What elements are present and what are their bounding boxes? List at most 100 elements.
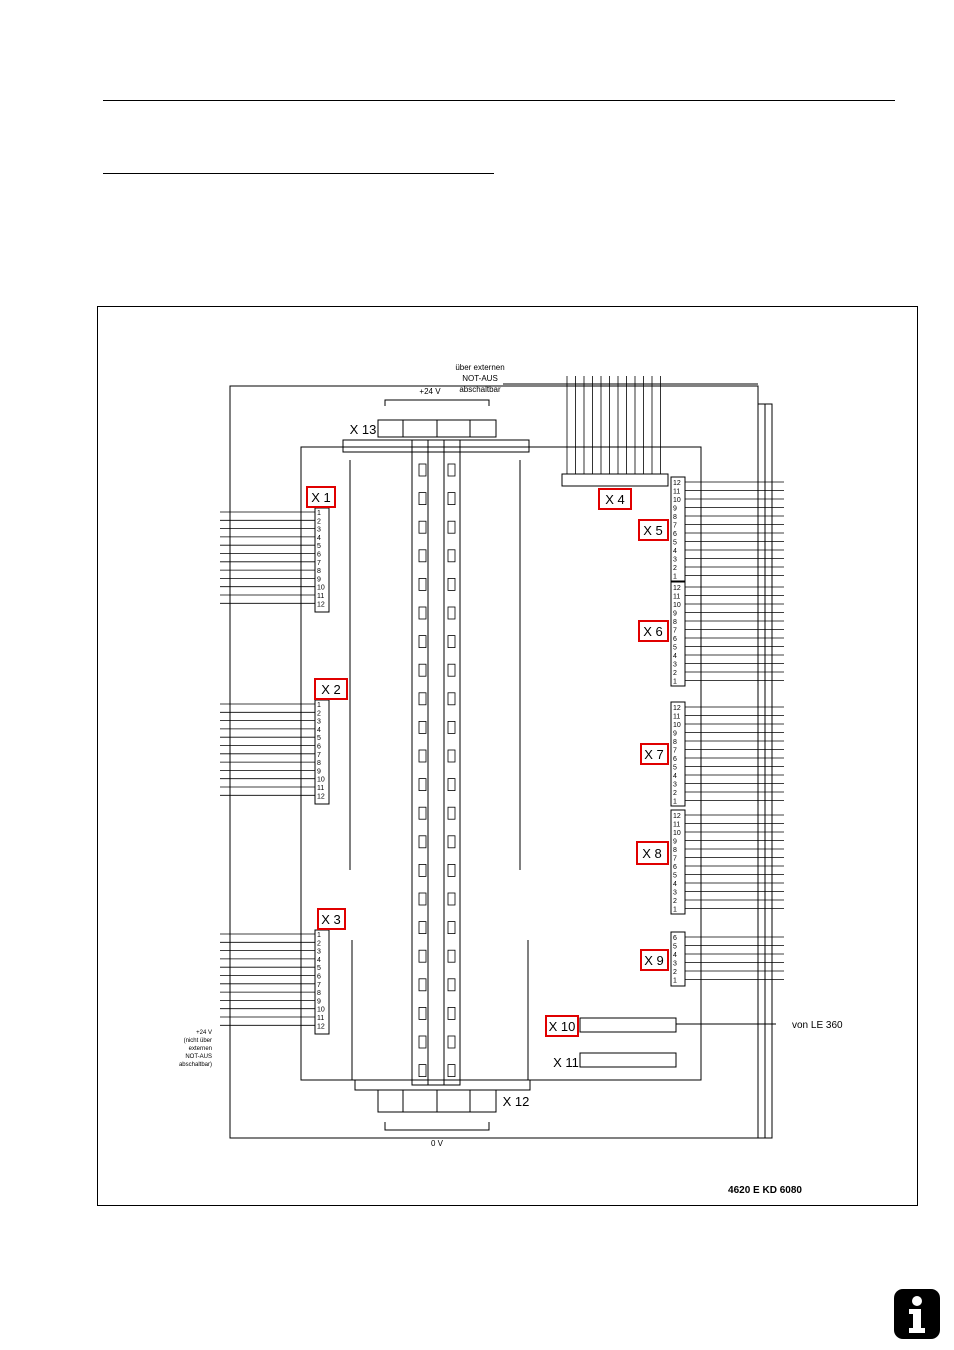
x7-connector	[670, 701, 686, 807]
label-x9: X 9	[644, 953, 664, 968]
label-x4: X 4	[605, 492, 625, 507]
bus-slot	[447, 463, 456, 477]
label-x1: X 1	[311, 490, 331, 505]
pin-number: 10	[673, 830, 681, 837]
bus-slot	[447, 921, 456, 934]
bus-slot	[418, 892, 427, 906]
pin-number: 10	[317, 585, 325, 592]
bus-slot	[418, 520, 427, 534]
bus-slot	[418, 721, 427, 734]
label-x12: X 12	[503, 1094, 530, 1109]
annotation-group: über externen NOT-AUS abschaltbar +24 V …	[179, 363, 843, 1196]
pin-number: 1	[673, 679, 677, 686]
pin-number: 6	[673, 864, 677, 871]
x6-connector	[670, 581, 686, 687]
pin-number: 6	[673, 636, 677, 643]
pin-number: 1	[673, 978, 677, 985]
label-x13: X 13	[350, 422, 377, 437]
bus-slot	[418, 692, 427, 706]
bus-slot	[418, 549, 427, 563]
pin-number: 2	[673, 969, 677, 976]
pin-number: 11	[673, 489, 680, 496]
bus-slot	[447, 578, 456, 591]
pin-number: 8	[673, 739, 677, 746]
pin-number: 2	[673, 898, 677, 905]
pin-number: 12	[317, 601, 325, 608]
pin-number: 5	[317, 965, 321, 972]
bus-slot	[418, 1007, 427, 1020]
bus-slot	[447, 1064, 456, 1077]
pin-number: 4	[317, 535, 321, 542]
pin-number: 11	[673, 594, 680, 601]
pin-number: 2	[673, 565, 677, 572]
x4-connector	[561, 473, 669, 487]
bus-slot	[447, 721, 456, 734]
pin-number: 2	[317, 518, 321, 525]
bus-slot	[418, 835, 427, 849]
pin-number: 9	[317, 998, 321, 1005]
bus-slot	[418, 492, 427, 506]
info-icon	[894, 1289, 940, 1339]
bus-slot	[418, 749, 427, 763]
note-top-1: über externen	[455, 363, 504, 372]
pin-number: 7	[673, 628, 677, 635]
pin-number: 8	[673, 619, 677, 626]
plus24-left-2: (nicht über	[184, 1038, 212, 1044]
pin-number: 5	[317, 735, 321, 742]
label-x6: X 6	[643, 624, 663, 639]
bus-slot	[447, 892, 456, 906]
pin-number: 3	[673, 890, 677, 897]
bus-slot	[418, 949, 427, 963]
pin-number: 7	[673, 748, 677, 755]
pin-number: 1	[317, 702, 321, 709]
bus-slot	[447, 635, 456, 648]
pin-number: 12	[317, 1023, 325, 1030]
bus-slot	[447, 864, 456, 877]
bus-slot	[418, 778, 427, 791]
plus24-left-1: +24 V	[196, 1030, 212, 1036]
label-x3: X 3	[321, 912, 341, 927]
pin-number: 4	[673, 952, 677, 959]
pin-number: 10	[673, 722, 681, 729]
pin-number: 6	[317, 974, 321, 981]
bus-slot	[447, 1007, 456, 1020]
pin-number: 2	[673, 790, 677, 797]
bus-slot	[447, 749, 456, 763]
pin-number: 3	[673, 662, 677, 669]
pin-number: 1	[317, 510, 321, 517]
pin-number: 9	[673, 731, 677, 738]
pin-number: 6	[673, 531, 677, 538]
label-x2: X 2	[321, 682, 341, 697]
pin-number: 5	[673, 645, 677, 652]
pin-number: 4	[673, 653, 677, 660]
label-x10: X 10	[549, 1019, 576, 1034]
bus-slot	[447, 978, 456, 992]
plus24-left-4: NOT-AUS	[185, 1054, 212, 1060]
pin-number: 4	[673, 881, 677, 888]
bus-slot	[447, 949, 456, 963]
plus24-left-5: abschaltbar)	[179, 1062, 212, 1068]
pin-number: 4	[317, 957, 321, 964]
x11-connector	[579, 1052, 677, 1068]
pin-number: 7	[317, 560, 321, 567]
pin-number: 7	[317, 752, 321, 759]
pin-number: 3	[673, 782, 677, 789]
bus-slot	[447, 492, 456, 506]
pin-number: 7	[317, 982, 321, 989]
connector-labels: X 1 X 2 X 3 X 4 X 5 X 6 X 7 X 8 X 9 X 10…	[306, 422, 669, 1109]
pin-number: 9	[673, 839, 677, 846]
pin-number: 3	[673, 557, 677, 564]
pin-number: 1	[317, 932, 321, 939]
label-x8: X 8	[642, 846, 662, 861]
bus-slot	[418, 921, 427, 934]
bus-slot	[447, 520, 456, 534]
pin-number: 4	[317, 727, 321, 734]
bus-slot	[447, 606, 456, 620]
pin-number: 1	[673, 574, 677, 581]
pin-number: 9	[317, 576, 321, 583]
pin-number: 5	[673, 765, 677, 772]
bus-slot	[418, 578, 427, 591]
bus-slot	[418, 864, 427, 877]
pin-number: 2	[673, 670, 677, 677]
bus-slot	[418, 463, 427, 477]
